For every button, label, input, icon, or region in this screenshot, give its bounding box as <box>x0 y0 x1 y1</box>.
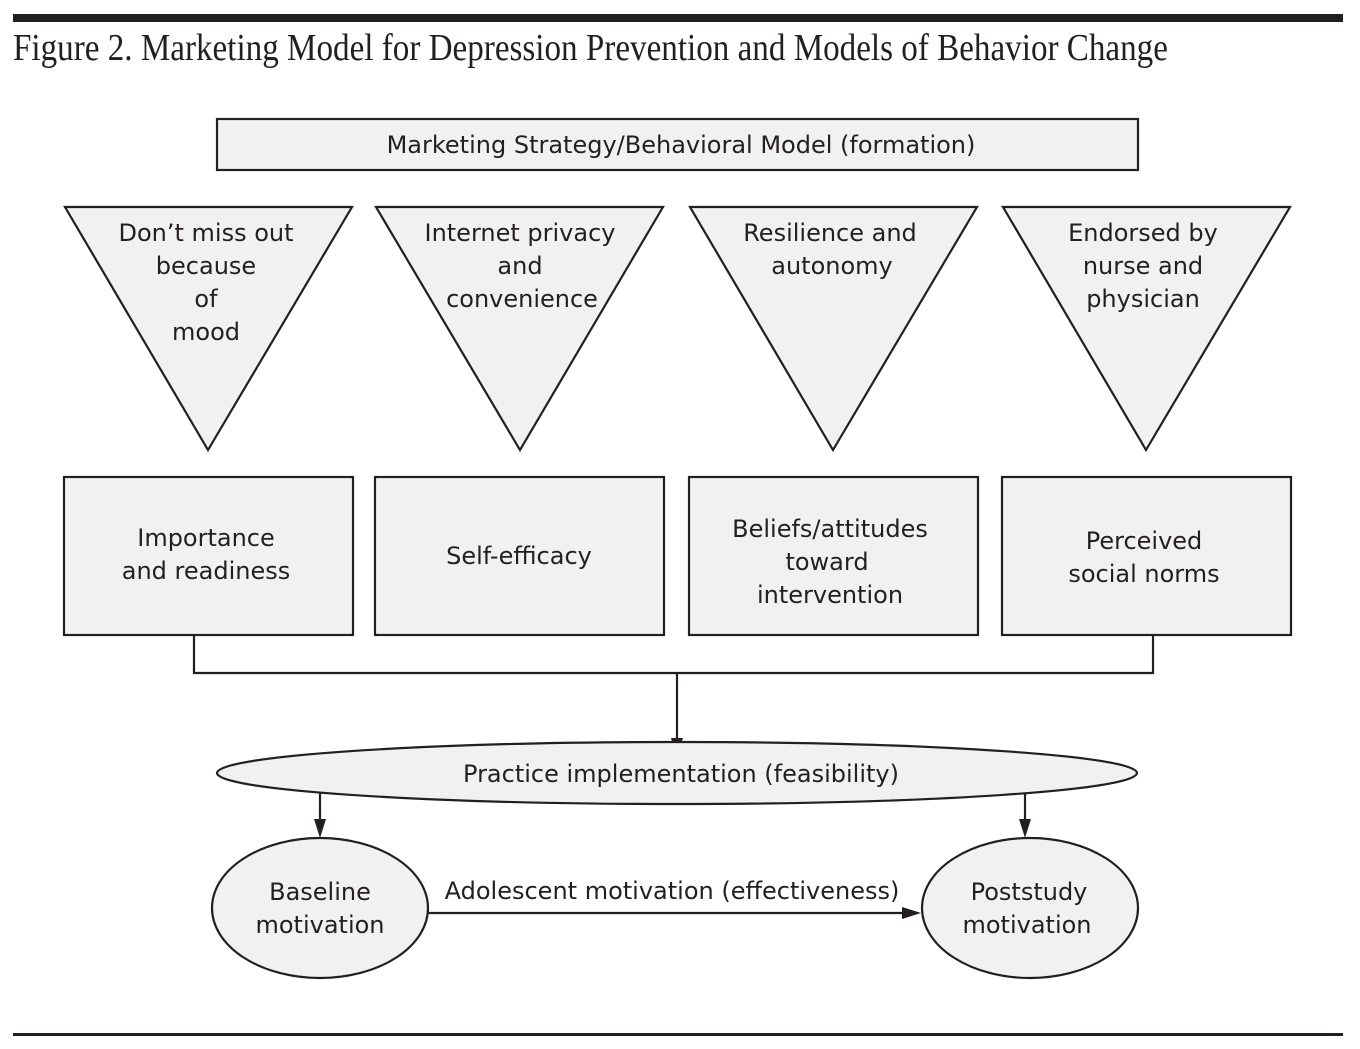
ellipse-shape <box>215 740 1139 806</box>
triangle-label-line: Resilience and <box>743 219 917 247</box>
box-label-line: social norms <box>1068 560 1219 588</box>
box-label-line: toward <box>785 548 868 576</box>
figure-title: Figure 2. Marketing Model for Depression… <box>13 27 1168 69</box>
arrowhead-icon <box>1019 819 1031 838</box>
triangle-label-line: and <box>497 252 542 280</box>
triangle-shape <box>374 205 665 453</box>
triangle-label-line: Internet privacy <box>424 219 615 247</box>
triangle-shape <box>688 205 979 453</box>
circle-poststudy-motivation: Poststudy motivation <box>920 836 1140 980</box>
triangle-label-line: because <box>156 252 256 280</box>
box-label-line: Beliefs/attitudes <box>732 515 928 543</box>
triangle-label-line: convenience <box>446 285 598 313</box>
triangle-label-line: mood <box>172 318 240 346</box>
circle-baseline-motivation: Baseline motivation <box>210 836 430 980</box>
header-box: Marketing Strategy/Behavioral Model (for… <box>215 117 1140 172</box>
strategy-triangles: Don’t miss out because of mood Internet … <box>63 205 1292 453</box>
triangle-label-line: physician <box>1086 285 1200 313</box>
triangle-shape <box>63 205 354 453</box>
arrowhead-icon <box>902 907 921 919</box>
box-importance: Importance and readiness <box>62 475 355 637</box>
box-shape <box>373 475 666 637</box>
triangle-resilience: Resilience and autonomy <box>688 205 979 453</box>
triangle-label-line: nurse and <box>1083 252 1203 280</box>
box-shape <box>62 475 355 637</box>
connector-bracket <box>192 635 1155 675</box>
behavior-boxes: Importance and readiness Self-efficacy B… <box>62 475 1293 637</box>
box-label-line: and readiness <box>122 557 290 585</box>
edge-label: Adolescent motivation (effectiveness) <box>445 877 900 905</box>
triangle-dont-miss-out: Don’t miss out because of mood <box>63 205 354 453</box>
triangle-label-line: Endorsed by <box>1068 219 1218 247</box>
circle-label-line: Baseline <box>269 878 371 906</box>
box-shape <box>687 475 980 637</box>
box-label-line: Importance <box>137 524 275 552</box>
box-self-efficacy: Self-efficacy <box>373 475 666 637</box>
circle-label-line: motivation <box>255 911 384 939</box>
circle-label-line: motivation <box>962 911 1091 939</box>
triangle-label-line: autonomy <box>771 252 893 280</box>
top-rule <box>13 14 1343 22</box>
box-connector <box>192 635 1155 757</box>
ellipse-to-circle-arrows <box>314 793 1031 838</box>
circle-shape <box>920 836 1140 980</box>
practice-implementation-ellipse: Practice implementation (feasibility) <box>215 740 1139 806</box>
triangle-internet-privacy: Internet privacy and convenience <box>374 205 665 453</box>
adolescent-motivation-edge: Adolescent motivation (effectiveness) <box>428 877 921 919</box>
box-shape <box>1000 475 1293 637</box>
box-label-line: Self-efficacy <box>446 542 592 570</box>
bottom-rule <box>13 1033 1343 1036</box>
box-label-line: intervention <box>757 581 903 609</box>
ellipse-label: Practice implementation (feasibility) <box>463 760 899 788</box>
triangle-label-line: Don’t miss out <box>118 219 293 247</box>
arrowhead-icon <box>314 819 326 838</box>
triangle-label-line: of <box>194 285 218 313</box>
header-box-label: Marketing Strategy/Behavioral Model (for… <box>387 131 976 159</box>
circle-shape <box>210 836 430 980</box>
header-box-shape <box>215 117 1140 172</box>
box-beliefs: Beliefs/attitudes toward intervention <box>687 475 980 637</box>
box-social-norms: Perceived social norms <box>1000 475 1293 637</box>
triangle-endorsed: Endorsed by nurse and physician <box>1001 205 1292 453</box>
circle-label-line: Poststudy <box>971 878 1088 906</box>
box-label-line: Perceived <box>1086 527 1203 555</box>
triangle-shape <box>1001 205 1292 453</box>
